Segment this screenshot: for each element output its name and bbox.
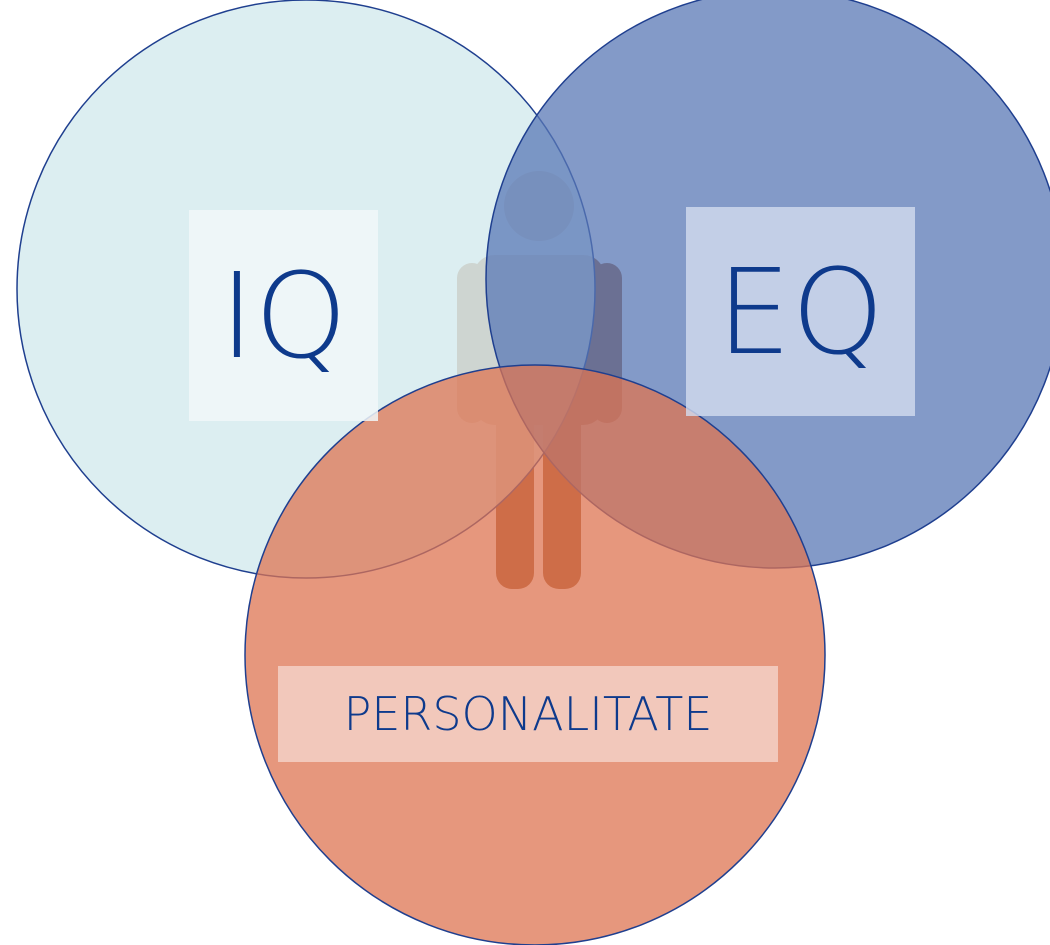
circle-personality xyxy=(244,364,826,945)
label-iq: IQ xyxy=(219,246,348,385)
label-box-iq xyxy=(189,210,378,421)
label-personality: PERSONALITATE xyxy=(343,687,713,741)
label-eq: EQ xyxy=(716,242,885,381)
label-box-personality xyxy=(278,666,778,762)
label-box-eq xyxy=(686,207,915,416)
